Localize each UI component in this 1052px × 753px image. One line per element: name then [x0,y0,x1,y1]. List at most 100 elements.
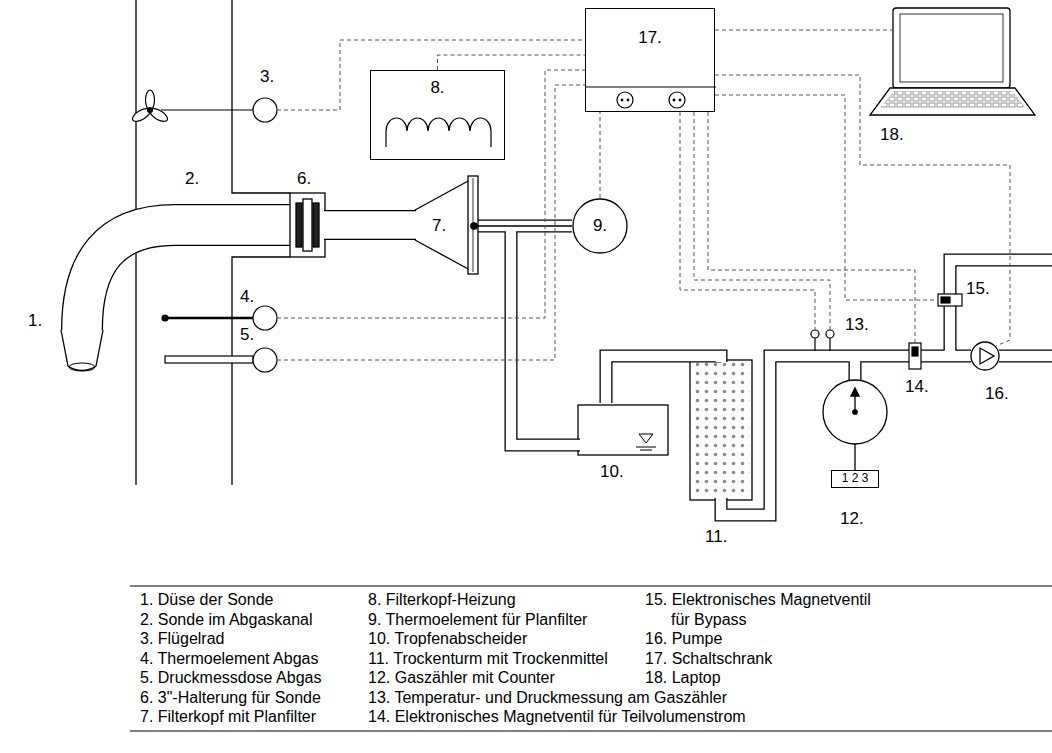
valves [909,343,921,369]
legend-entry: 6. 3"-Halterung für Sonde [140,688,321,708]
gas-meter [823,380,887,444]
probe [82,225,291,330]
pump [980,348,994,364]
legend-entry: 15. Elektronisches Magnetventil für Bypa… [645,590,871,629]
pipework [511,226,580,445]
probe-holder [313,203,319,247]
signal-lines [715,75,1010,346]
impeller [253,98,277,122]
probe-holder [290,193,325,257]
legend-entry: 8. Filterkopf-Heizung [368,590,516,610]
pump [971,342,999,370]
filter-head [323,211,417,238]
pipework [999,351,1052,361]
legend-entry: 10. Tropfenabscheider [368,629,527,649]
callout-number: 7. [432,217,446,235]
legend-entry: 13. Temperatur- und Druckmessung am Gasz… [368,688,727,708]
liquid-level [636,434,656,450]
liquid-level [639,434,653,443]
legend-entry: 9. Thermoelement für Planfilter [368,610,587,630]
sensors [811,330,819,338]
probe-holder [303,199,312,251]
sensors [165,317,253,320]
callout-number: 15. [966,280,990,298]
sensors [253,306,277,330]
pipework [850,356,860,382]
legend-entry: 4. Thermoelement Abgas [140,649,318,669]
signal-lines [715,95,938,300]
table-rule [130,586,1052,731]
valves [941,297,950,303]
pipework [721,356,971,515]
laptop [893,8,1010,88]
counter-box: 1 2 3 [831,470,879,488]
callout-number: 14. [905,378,929,396]
impeller [148,106,170,124]
impeller [130,90,277,124]
probe [69,363,95,371]
callout-number: 4. [240,288,254,306]
sensors [826,330,834,338]
signal-lines [277,70,585,318]
legend-entry: 16. Pumpe [645,629,722,649]
pipework [950,260,1052,356]
callout-number: 3. [260,68,274,86]
liquid-level [636,447,656,450]
valves [938,294,962,306]
node-label: 8. [430,79,444,98]
probe [82,225,291,330]
signal-lines [680,112,815,330]
signal-lines [715,30,893,31]
probe [61,330,103,371]
table-rule [130,585,1052,586]
impeller [148,108,153,113]
valves [909,294,962,369]
laptop [880,91,1026,108]
thermocouple-circle: 9. [572,198,628,254]
callout-number: 16. [985,385,1009,403]
probe-holder [290,193,325,257]
filter-head [415,180,470,270]
pipework [721,356,971,515]
gas-meter [853,410,857,414]
legend-entry: 2. Sonde im Abgaskanal [140,610,313,630]
node-label: 17. [638,29,662,48]
callout-number: 12. [840,510,864,528]
callout-number: 5. [240,326,254,344]
legend-entry: 17. Schaltschrank [645,649,772,669]
pipework [511,226,580,445]
node-label: 1 2 3 [842,472,869,485]
laptop [870,8,1035,115]
impeller [161,109,253,110]
table-rule [130,730,1052,731]
heater-box: 8. [370,70,505,160]
drying-tower [690,360,752,500]
sensors [829,338,830,351]
drying-tower [692,362,750,498]
plane-filter [468,176,478,274]
legend-entry: 3. Flügelrad [140,629,225,649]
callout-number: 1. [28,312,42,330]
plane-filter [468,176,572,274]
pipework [478,226,1052,515]
probe-holder [296,203,302,247]
legend-entry: 7. Filterkopf mit Planfilter [140,707,316,727]
impeller [130,90,169,124]
callout-number: 11. [705,528,727,546]
separator-vessel [578,405,668,455]
node-label: 9. [593,217,607,236]
pump [971,342,999,370]
legend-entry: 18. Laptop [645,668,721,688]
legend-entry: 12. Gaszähler mit Counter [368,668,555,688]
pipework [476,226,1052,515]
gas-meter [854,444,855,470]
pipework [606,356,721,403]
pipework [849,356,862,382]
signal-connector [600,112,601,198]
sensors [253,348,277,372]
gas-meter [823,380,887,470]
legend-entry: 11. Trockenturm mit Trockenmittel [368,649,608,669]
sensors [165,356,253,363]
valves [912,347,918,356]
plane-filter [474,225,572,227]
